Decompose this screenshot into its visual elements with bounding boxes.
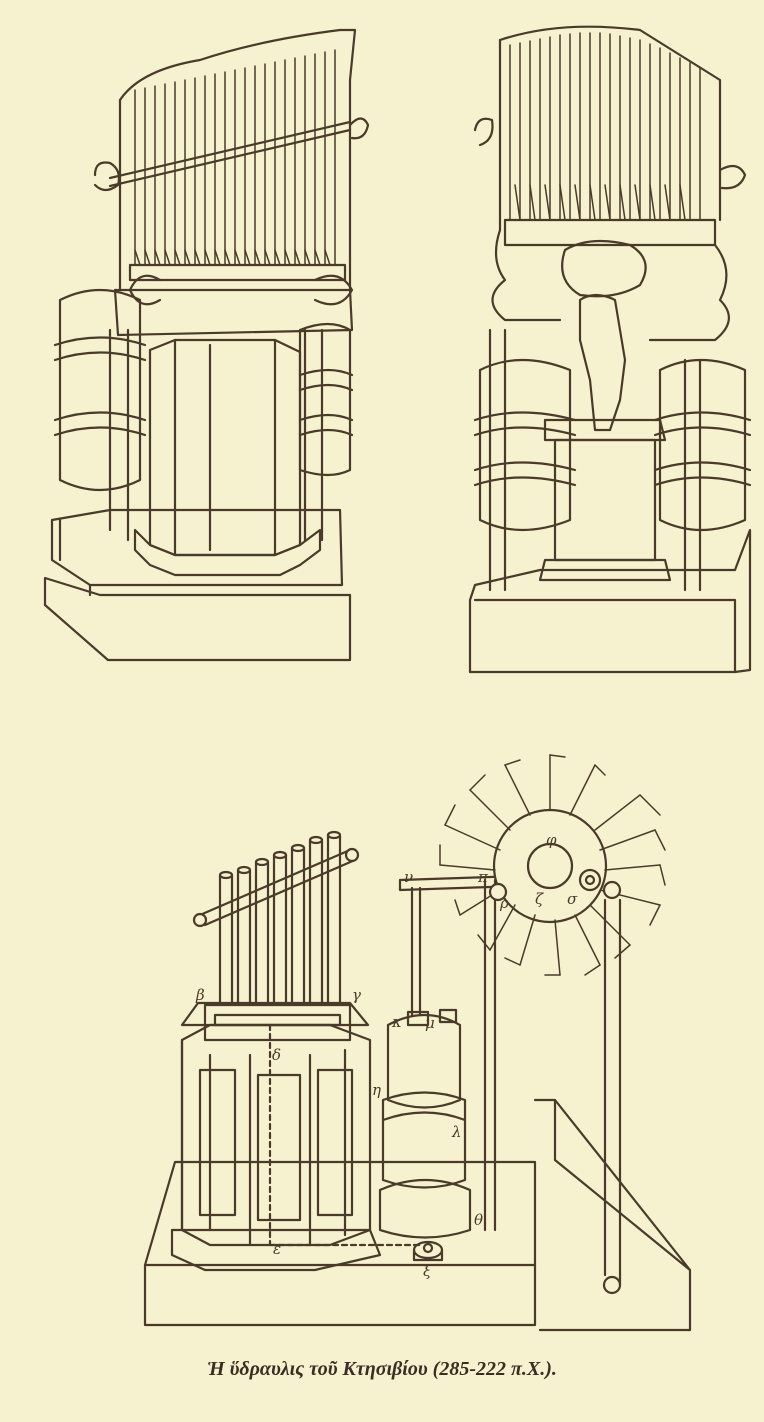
label-nu: ν <box>404 868 413 886</box>
label-zeta: ζ <box>535 890 544 908</box>
mechanism-diagram <box>143 754 692 1332</box>
label-lambda: λ <box>451 1123 462 1141</box>
label-xi: ξ <box>423 1262 432 1280</box>
figure-caption: Ἡ ὕδραυλις τοῦ Κτησιβίου (285-222 π.Χ.). <box>207 1358 557 1380</box>
label-delta: δ <box>272 1046 281 1064</box>
label-rho: ρ <box>499 894 509 912</box>
label-phi: φ <box>546 831 557 849</box>
organ-front-view <box>43 28 370 662</box>
label-epsilon: ε <box>273 1240 281 1258</box>
diagram-labels: β γ δ ε κ μ η λ θ ξ φ π ρ σ ζ ν <box>195 831 578 1280</box>
label-theta: θ <box>474 1211 483 1229</box>
label-eta: η <box>372 1081 381 1099</box>
label-kappa: κ <box>391 1013 402 1031</box>
label-gamma: γ <box>352 986 361 1004</box>
organ-side-view <box>468 25 752 674</box>
label-sigma: σ <box>567 890 578 908</box>
label-pi: π <box>477 868 489 886</box>
label-mu: μ <box>425 1014 435 1032</box>
label-beta: β <box>195 986 205 1004</box>
